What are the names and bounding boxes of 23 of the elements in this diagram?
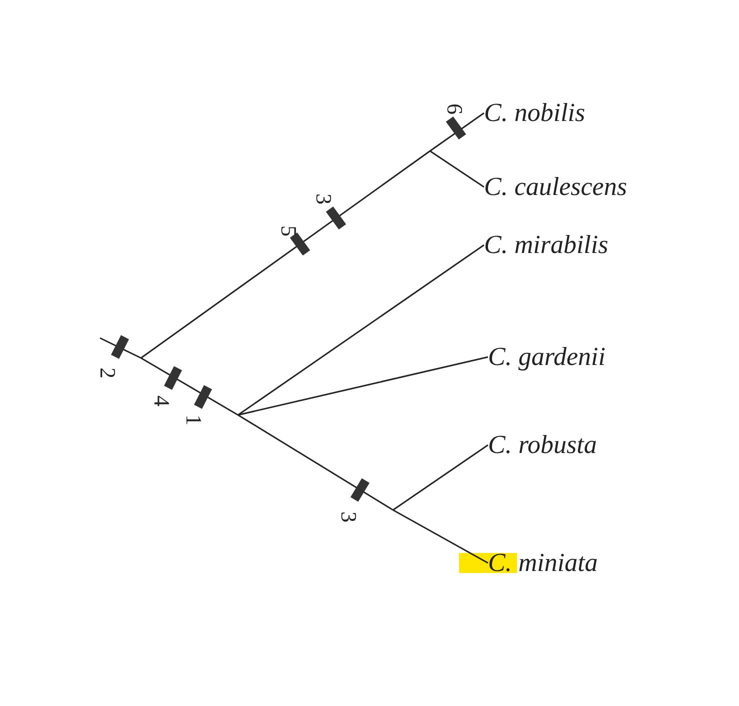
taxon-name: C. gardenii [488,342,606,372]
character-number: 6 [444,104,466,114]
branch-line [100,337,142,359]
branch-line [238,414,394,511]
taxon-name: C. nobilis [484,98,586,128]
branch-line [140,357,238,416]
character-number: 1 [182,414,204,426]
taxon-name: C. mirabilis [484,230,608,260]
branch-line [392,444,488,511]
character-number: 3 [338,512,360,522]
character-number: 5 [278,226,300,236]
character-number: 4 [150,396,172,406]
branch-line [238,356,488,416]
character-number: 3 [312,194,334,204]
taxon-name: C. robusta [488,430,597,460]
taxon-name: C. miniata [488,548,598,578]
character-number: 2 [96,368,118,378]
taxon-name: C. caulescens [484,172,627,202]
branch-line [430,150,484,188]
branch-line [140,150,430,359]
branch-line [430,112,484,152]
branch-line [392,509,488,564]
branch-line [238,244,484,416]
